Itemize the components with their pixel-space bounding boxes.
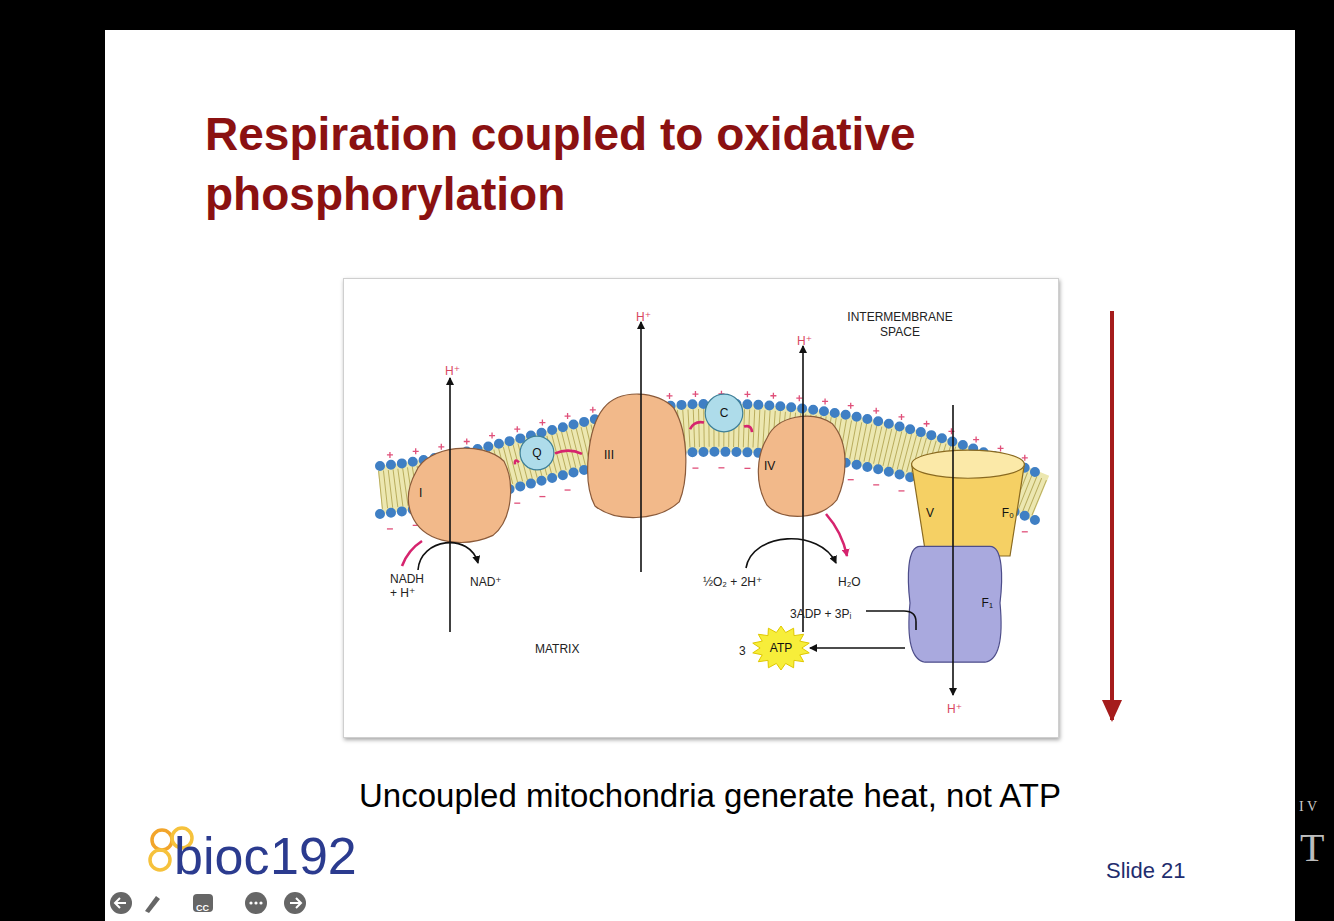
substrate-label-holder: ½O₂ + 2H⁺ — [703, 572, 762, 590]
minus-sign — [848, 479, 854, 480]
node-label: F₁ — [982, 596, 993, 610]
complex-iv: IV — [752, 410, 852, 522]
node-label: III — [604, 448, 614, 462]
substrate-label: NADH + H⁺ — [390, 572, 434, 600]
proton-label: H⁺ — [636, 310, 651, 324]
cropped-text-holder: T — [1300, 826, 1324, 870]
product-label-holder: NAD⁺ — [470, 572, 502, 590]
plus-sign — [489, 433, 495, 439]
atp-synthase-fo: V F₀ — [908, 448, 1028, 556]
atp-synthase-f1: F₁ — [905, 540, 1005, 666]
electron-path — [690, 422, 704, 429]
plus-sign — [464, 438, 470, 444]
complex-iii-outline — [582, 388, 690, 522]
logo-number: 192 — [270, 826, 357, 886]
proton-label-holder: H⁺ — [947, 699, 962, 717]
region-label-holder: INTERMEMBRANE SPACE — [842, 310, 958, 340]
minus-sign — [1022, 531, 1028, 532]
logo-text: bioc — [174, 826, 269, 886]
title-block: Respiration coupled to oxidative phospho… — [205, 104, 1165, 224]
plus-sign — [438, 444, 444, 450]
atp-star: ATP — [752, 626, 810, 670]
cropped-text-holder: I V — [1299, 797, 1317, 815]
minus-sign — [692, 467, 698, 468]
plus-sign — [539, 420, 545, 426]
electron-path — [515, 461, 519, 465]
plus-sign — [998, 445, 1004, 451]
stoichiometry-number: 3 — [739, 644, 746, 658]
slide-caption: Uncoupled mitochondria generate heat, no… — [359, 777, 1061, 814]
plus-sign — [565, 413, 571, 419]
minus-sign — [744, 468, 750, 469]
proton-label: H⁺ — [445, 364, 460, 378]
region-label-holder: MATRIX — [535, 639, 579, 657]
cropped-text: T — [1300, 826, 1324, 870]
minus-sign — [565, 489, 571, 490]
substrate-label-holder: 3ADP + 3Pᵢ — [790, 604, 851, 622]
caption-toggle-holder: CC — [196, 897, 209, 915]
slide-number: Slide 21 — [1106, 857, 1186, 885]
plus-sign — [822, 398, 828, 404]
minus-sign — [873, 484, 879, 485]
node-label: ATP — [770, 641, 792, 655]
plus-sign — [744, 391, 750, 397]
cytochrome-c-circle: C — [704, 393, 744, 433]
plus-sign — [387, 452, 393, 458]
direction-arrow — [1110, 311, 1114, 720]
player-controls — [110, 892, 306, 914]
caption-toggle: CC — [196, 902, 209, 914]
substrate-label: 3ADP + 3Pᵢ — [790, 607, 851, 621]
plus-sign — [796, 395, 802, 401]
stoichiometry-number-holder: 3 — [739, 641, 746, 659]
node-label: C — [720, 406, 729, 420]
node-label: Q — [532, 446, 541, 460]
complex-i: I — [405, 440, 515, 546]
atp-synthase-fo-outline — [908, 448, 1028, 556]
node-label: V — [926, 506, 934, 520]
plus-sign — [514, 426, 520, 432]
cropped-text: I V — [1299, 799, 1317, 815]
proton-label-holder: H⁺ — [797, 331, 812, 349]
complex-iii: III — [582, 388, 690, 522]
minus-sign — [898, 490, 904, 491]
product-arrow — [810, 647, 905, 649]
plus-sign — [873, 408, 879, 414]
product-label: NAD⁺ — [470, 575, 502, 589]
product-label-holder: H₂O — [838, 572, 861, 590]
proton-label-holder: H⁺ — [445, 361, 460, 379]
logo-text-holder: bioc — [174, 826, 269, 886]
minus-sign — [718, 467, 724, 468]
minus-sign — [514, 503, 520, 504]
product-label: H₂O — [838, 575, 861, 589]
plus-sign — [590, 407, 596, 413]
node-label: I — [419, 486, 422, 500]
slide-title: Respiration coupled to oxidative phospho… — [205, 104, 1165, 224]
minus-sign — [539, 496, 545, 497]
plus-sign — [973, 437, 979, 443]
plus-sign — [848, 403, 854, 409]
minus-sign — [387, 528, 393, 529]
proton-label-holder: H⁺ — [636, 307, 651, 325]
ubiquinone-circle: Q — [519, 435, 555, 471]
electron-path — [744, 426, 752, 432]
region-label: INTERMEMBRANE SPACE — [842, 310, 958, 340]
region-label: MATRIX — [535, 642, 579, 656]
plus-sign — [413, 448, 419, 454]
substrate-label: ½O₂ + 2H⁺ — [703, 575, 762, 589]
proton-label: H⁺ — [947, 702, 962, 716]
logo-number-holder: 192 — [270, 826, 357, 886]
node-label: IV — [764, 459, 775, 473]
plus-sign — [770, 393, 776, 399]
slide-number-holder: Slide 21 — [1106, 857, 1186, 885]
electron-path — [555, 451, 582, 454]
plus-sign — [898, 414, 904, 420]
substrate-label-holder: NADH + H⁺ — [390, 572, 434, 601]
proton-label: H⁺ — [797, 334, 812, 348]
plus-sign — [667, 393, 673, 399]
caption-block: Uncoupled mitochondria generate heat, no… — [250, 776, 1170, 816]
node-label: F₀ — [1002, 506, 1014, 520]
plus-sign — [692, 391, 698, 397]
plus-sign — [924, 421, 930, 427]
